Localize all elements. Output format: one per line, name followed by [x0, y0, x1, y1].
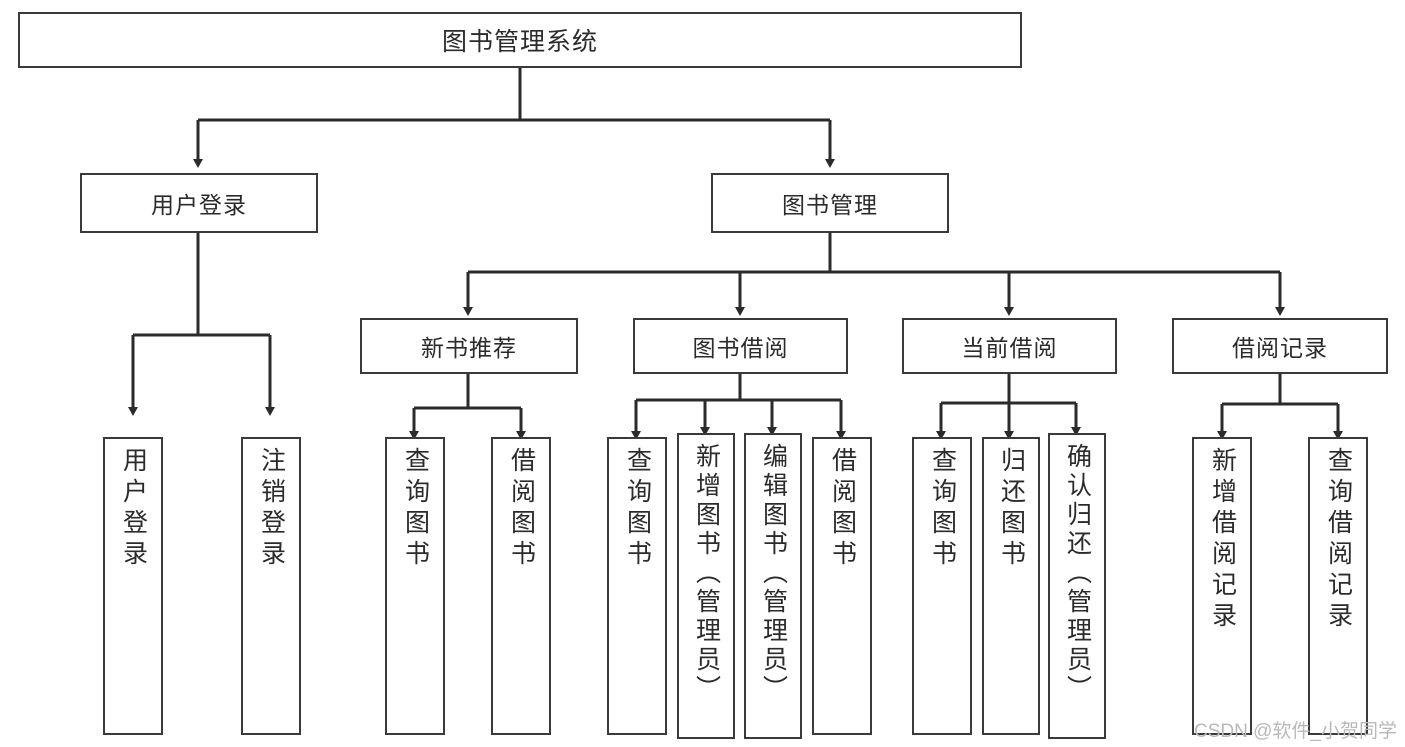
leaf-borrow-query-book[interactable]: 查询图书: [607, 437, 667, 735]
leaf-borrow-borrow-book[interactable]: 借阅图书: [812, 437, 872, 735]
node-borrow-record[interactable]: 借阅记录: [1172, 318, 1388, 374]
node-borrow-record-label: 借阅记录: [1232, 335, 1328, 361]
node-new-book-recommend[interactable]: 新书推荐: [360, 318, 578, 374]
node-user-login[interactable]: 用户登录: [80, 173, 318, 233]
node-root[interactable]: 图书管理系统: [18, 12, 1022, 68]
leaf-borrow-borrow-book-label: 借阅图书: [828, 447, 857, 571]
leaf-newbook-borrow-book-label: 借阅图书: [507, 447, 536, 571]
leaf-borrow-add-book-admin[interactable]: 新增图书（管理员）: [677, 433, 735, 739]
leaf-record-add-record-label: 新增借阅记录: [1208, 447, 1237, 633]
leaf-user-login[interactable]: 用户登录: [103, 437, 163, 735]
leaf-borrow-query-book-label: 查询图书: [623, 447, 652, 571]
leaf-record-query-record-label: 查询借阅记录: [1324, 447, 1353, 633]
node-user-login-label: 用户登录: [151, 192, 247, 218]
leaf-current-query-book-label: 查询图书: [928, 447, 957, 571]
leaf-user-logout[interactable]: 注销登录: [241, 437, 301, 735]
leaf-borrow-edit-book-admin-label: 编辑图书（管理员）: [759, 443, 788, 704]
node-current-borrow-label: 当前借阅: [961, 335, 1058, 361]
node-current-borrow[interactable]: 当前借阅: [902, 318, 1117, 374]
leaf-current-return-book[interactable]: 归还图书: [982, 437, 1040, 735]
node-book-management[interactable]: 图书管理: [711, 173, 949, 233]
node-root-label: 图书管理系统: [441, 28, 598, 56]
leaf-newbook-borrow-book[interactable]: 借阅图书: [491, 437, 551, 735]
leaf-current-query-book[interactable]: 查询图书: [912, 437, 972, 735]
leaf-newbook-query-book-label: 查询图书: [401, 447, 430, 571]
leaf-user-login-label: 用户登录: [119, 447, 148, 571]
leaf-newbook-query-book[interactable]: 查询图书: [385, 437, 445, 735]
leaf-current-confirm-return-admin[interactable]: 确认归还（管理员）: [1048, 433, 1106, 739]
node-book-borrow[interactable]: 图书借阅: [633, 318, 848, 374]
leaf-borrow-add-book-admin-label: 新增图书（管理员）: [692, 443, 721, 704]
node-book-management-label: 图书管理: [782, 192, 878, 218]
leaf-current-return-book-label: 归还图书: [997, 447, 1026, 571]
leaf-current-confirm-return-admin-label: 确认归还（管理员）: [1063, 443, 1092, 704]
leaf-record-query-record[interactable]: 查询借阅记录: [1308, 437, 1368, 735]
leaf-user-logout-label: 注销登录: [257, 447, 286, 571]
leaf-record-add-record[interactable]: 新增借阅记录: [1192, 437, 1252, 735]
node-new-book-recommend-label: 新书推荐: [421, 335, 517, 361]
csdn-watermark: CSDN @软件_小贺同学: [1194, 721, 1397, 742]
leaf-borrow-edit-book-admin[interactable]: 编辑图书（管理员）: [744, 433, 802, 739]
node-book-borrow-label: 图书借阅: [692, 335, 789, 361]
